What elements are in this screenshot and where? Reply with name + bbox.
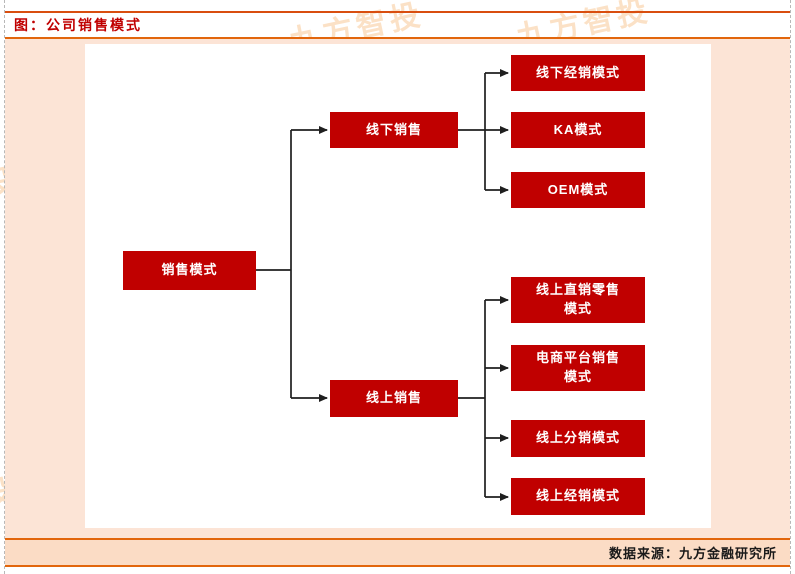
node-offline-sales: 线下销售: [330, 112, 458, 148]
source-strip: 数据来源：九方金融研究所: [5, 540, 790, 565]
right-page-gridline: [790, 0, 791, 574]
source-strip-bottom-line: [5, 565, 790, 567]
title-underline: [5, 37, 790, 39]
left-page-gridline: [4, 0, 5, 574]
node-online-direct-retail-model: 线上直销零售 模式: [511, 277, 645, 323]
source-strip-top-line: [5, 538, 790, 540]
node-offline-distribution-model: 线下经销模式: [511, 55, 645, 91]
data-source-note: 数据来源：九方金融研究所: [608, 546, 777, 561]
node-online-distribution-model: 线上分销模式: [511, 420, 645, 457]
figure-title: 图：公司销售模式: [14, 17, 142, 33]
node-sales-model: 销售模式: [123, 251, 256, 290]
node-ka-model: KA模式: [511, 112, 645, 148]
node-online-sales: 线上销售: [330, 380, 458, 417]
node-oem-model: OEM模式: [511, 172, 645, 208]
node-ecommerce-platform-model: 电商平台销售 模式: [511, 345, 645, 391]
top-rule-line: [5, 11, 790, 13]
node-online-dealer-model: 线上经销模式: [511, 478, 645, 515]
